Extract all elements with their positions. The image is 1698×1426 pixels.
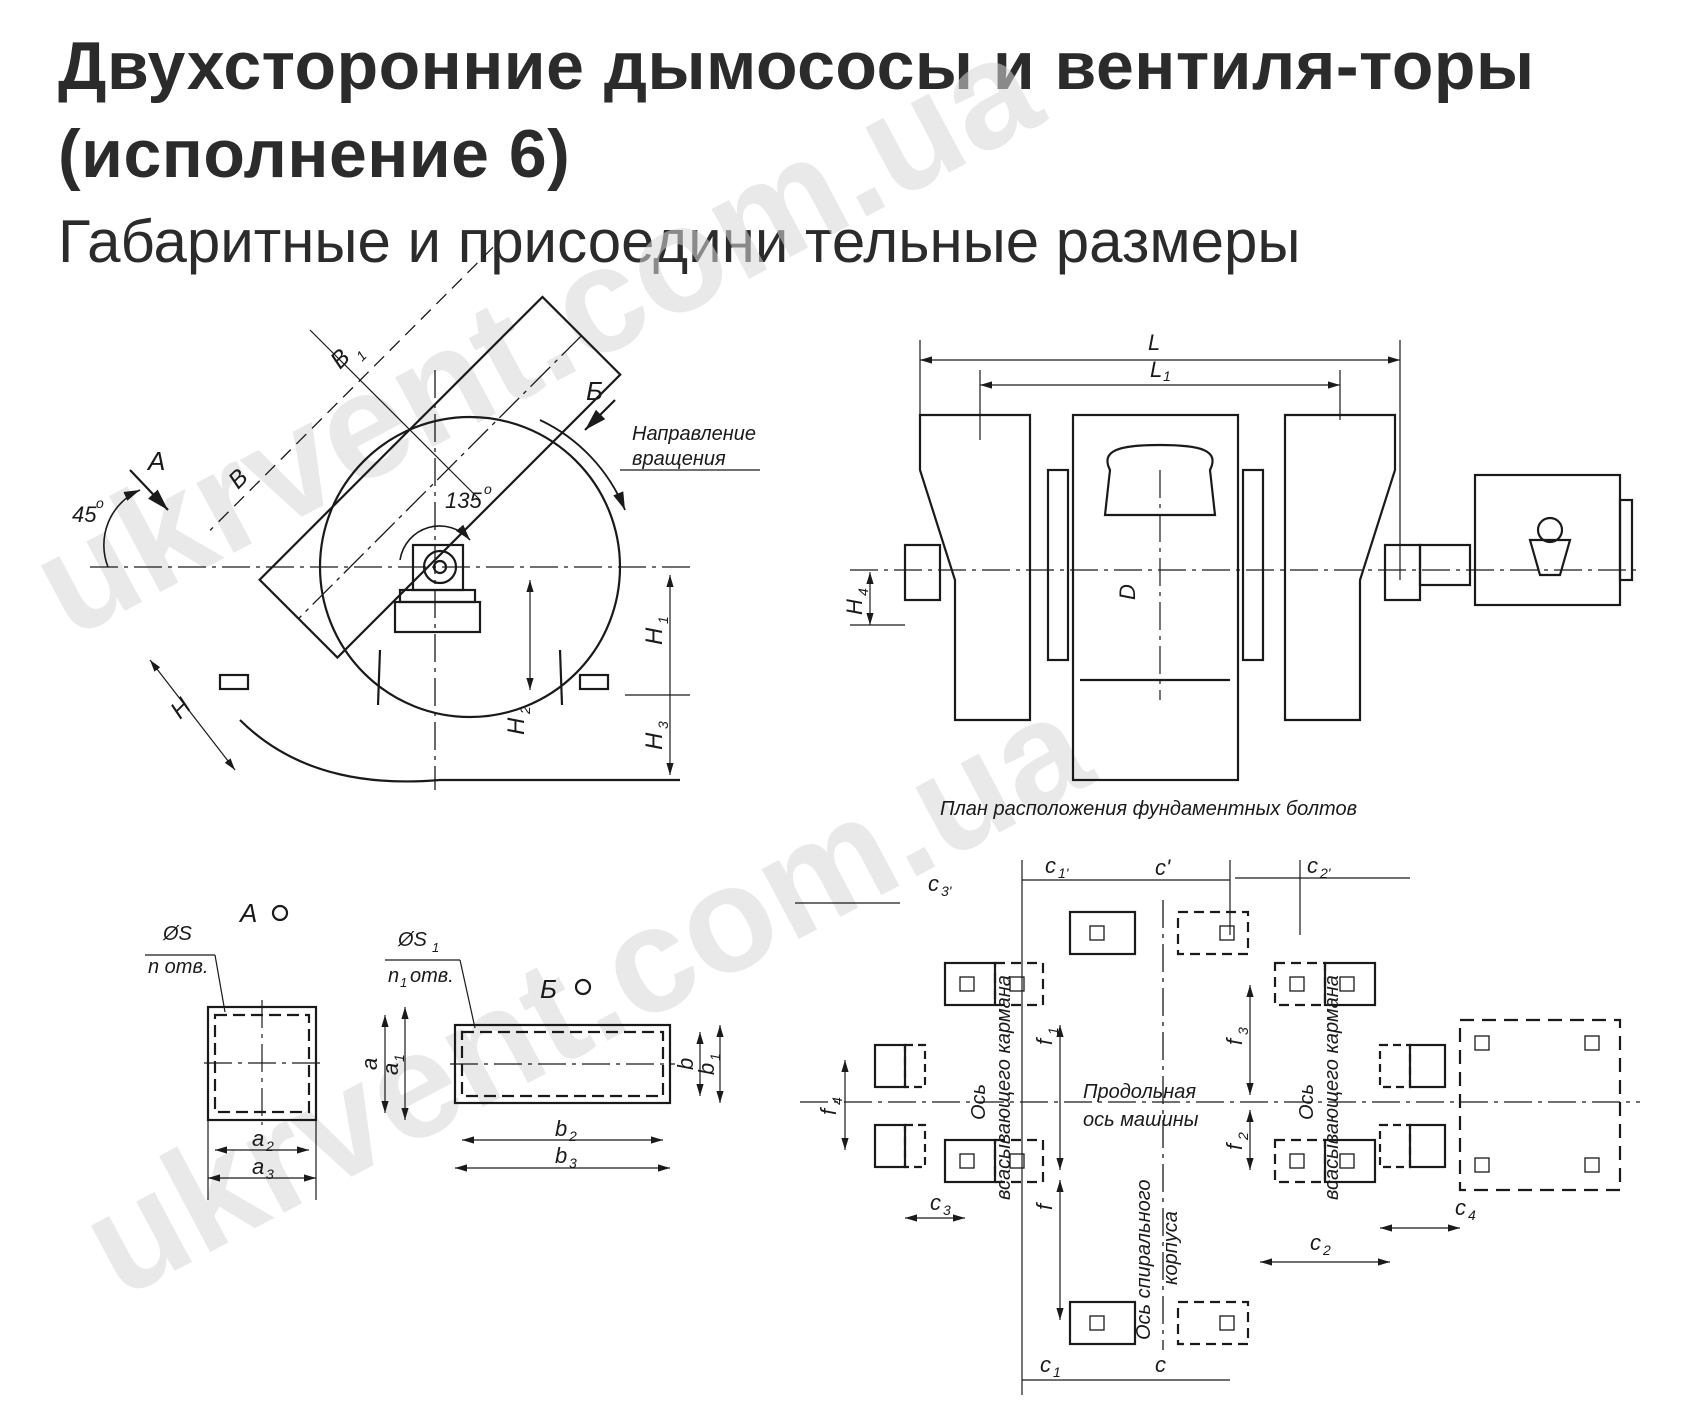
dim-f3-label: f	[1222, 1036, 1247, 1045]
side-view	[90, 246, 760, 790]
angle-135-degree: o	[484, 481, 492, 497]
bolt-plan-caption: План расположения фундаментных болтов	[940, 798, 1357, 820]
dim-a1-sub: 1	[391, 1054, 407, 1062]
angle-45-degree: o	[96, 495, 104, 511]
dim-c3-prime-sub: 3'	[941, 883, 953, 899]
axis-suction-left-label-2: всасывающего кармана	[993, 975, 1015, 1200]
dim-c4-sub: 4	[1468, 1207, 1476, 1223]
dim-f-label: f	[1032, 1201, 1057, 1210]
page-title: Двухсторонние дымососы и вентиля-торы (и…	[58, 28, 1535, 193]
dim-h3-sub: 3	[655, 721, 671, 729]
dim-h-label: H	[165, 692, 197, 724]
flange-b-s-sub: 1	[432, 940, 439, 955]
flange-a-labels: А ØS n отв. a a 1 a 2 a 3	[148, 898, 407, 1182]
axis-longitudinal-label-1: Продольная	[1083, 1081, 1196, 1103]
front-view	[850, 340, 1640, 782]
dim-a2-label: a	[252, 1126, 264, 1151]
axis-longitudinal-label-2: ось машины	[1083, 1109, 1199, 1131]
dim-h2-label: H	[503, 717, 530, 735]
dim-c3-label: c	[930, 1190, 941, 1215]
flange-b-n-tail: отв.	[410, 965, 454, 987]
dim-h2-sub: 2	[517, 706, 533, 715]
dim-b3-sub: 3	[569, 1155, 577, 1171]
dim-c1-prime-sub: 1'	[1058, 865, 1070, 881]
dim-c1-sub: 1	[1053, 1364, 1061, 1380]
axis-suction-right-label-2: всасывающего кармана	[1321, 975, 1343, 1200]
dim-h1-label: H	[641, 627, 668, 645]
dim-l1-sub: 1	[1163, 368, 1171, 384]
dim-c2-prime-sub: 2'	[1319, 865, 1332, 881]
watermark-text: ukrvent.com.ua	[6, 0, 1065, 668]
dim-f3-sub: 3	[1235, 1027, 1251, 1035]
flange-b-title: Б	[540, 974, 557, 1004]
dim-l-label: L	[1148, 330, 1160, 355]
axis-suction-right-label-1: Ось	[1296, 1084, 1318, 1120]
dim-b3-label: b	[555, 1143, 567, 1168]
flange-b-labels: Б ØS 1 n 1 отв. b b 1 b 2 b 3	[388, 929, 723, 1171]
dim-b1-sub: 1	[707, 1053, 723, 1061]
dim-f2-sub: 2	[1235, 1132, 1251, 1141]
flange-a-n-label: n отв.	[148, 956, 208, 978]
dim-f2-label: f	[1222, 1141, 1247, 1150]
dim-b2-label: b	[555, 1116, 567, 1141]
dim-a1-label: a	[378, 1063, 403, 1075]
dim-f4-sub: 4	[829, 1097, 845, 1105]
flange-a-view	[145, 904, 409, 1200]
view-a-marker: А	[146, 446, 165, 476]
dim-b-label: b	[673, 1058, 698, 1070]
dim-f1-sub: 1	[1045, 1027, 1061, 1035]
front-view-labels: L L 1 D H 4 План расположения фундаментн…	[842, 330, 1357, 820]
dim-l1-label: L	[1150, 357, 1162, 382]
dim-h3-label: H	[641, 732, 668, 750]
dim-c3-prime-label: c	[928, 871, 939, 896]
axis-spiral-label-2: корпуса	[1160, 1211, 1182, 1285]
dim-f1-label: f	[1032, 1036, 1057, 1045]
axis-spiral-label-1: Ось спирального	[1133, 1180, 1155, 1340]
dim-f4-label: f	[816, 1106, 841, 1115]
flange-b-view	[385, 959, 724, 1172]
angle-45-label: 45	[72, 502, 97, 527]
flange-b-n-sub: 1	[400, 975, 407, 990]
bolt-plan	[795, 860, 1640, 1395]
page-subtitle: Габаритные и присоедини тельные размеры	[58, 208, 1301, 275]
flange-a-title: А	[238, 898, 257, 928]
dim-c-label: c	[1155, 1352, 1166, 1377]
dim-c-prime-label: c'	[1155, 855, 1171, 880]
dim-b1-label: b	[694, 1063, 719, 1075]
dim-c2-label: c	[1310, 1230, 1321, 1255]
view-b-marker: Б	[586, 376, 603, 406]
dim-c2-sub: 2	[1322, 1242, 1331, 1258]
rotation-direction-label-2: вращения	[632, 448, 726, 470]
dim-d-label: D	[1115, 584, 1140, 600]
flange-a-s-label: ØS	[162, 923, 193, 945]
flange-b-s-label: ØS	[397, 929, 428, 951]
bolt-plan-labels: c c' c 1 c 1' c 2 c 2' c 3 c 3' c 4 f f …	[816, 853, 1476, 1380]
dim-c3-sub: 3	[943, 1202, 951, 1218]
dim-c4-label: c	[1455, 1195, 1466, 1220]
dim-h4-sub: 4	[855, 588, 871, 596]
dim-b2-sub: 2	[568, 1128, 577, 1144]
axis-suction-left-label-1: Ось	[968, 1084, 990, 1120]
bolt-hole-markers	[959, 925, 1600, 1331]
dim-c2-prime-label: c	[1307, 853, 1318, 878]
dim-h1-sub: 1	[655, 616, 671, 624]
dim-a3-sub: 3	[266, 1166, 274, 1182]
dim-a2-sub: 2	[265, 1138, 274, 1154]
dim-c1-prime-label: c	[1045, 853, 1056, 878]
rotation-direction-label-1: Направление	[632, 423, 756, 445]
dim-a3-label: a	[252, 1154, 264, 1179]
dim-h4-label: H	[842, 599, 867, 615]
flange-b-n-label: n	[388, 965, 399, 987]
dim-a-label: a	[357, 1058, 382, 1070]
angle-135-label: 135	[445, 488, 482, 513]
dim-c1-label: c	[1040, 1352, 1051, 1377]
